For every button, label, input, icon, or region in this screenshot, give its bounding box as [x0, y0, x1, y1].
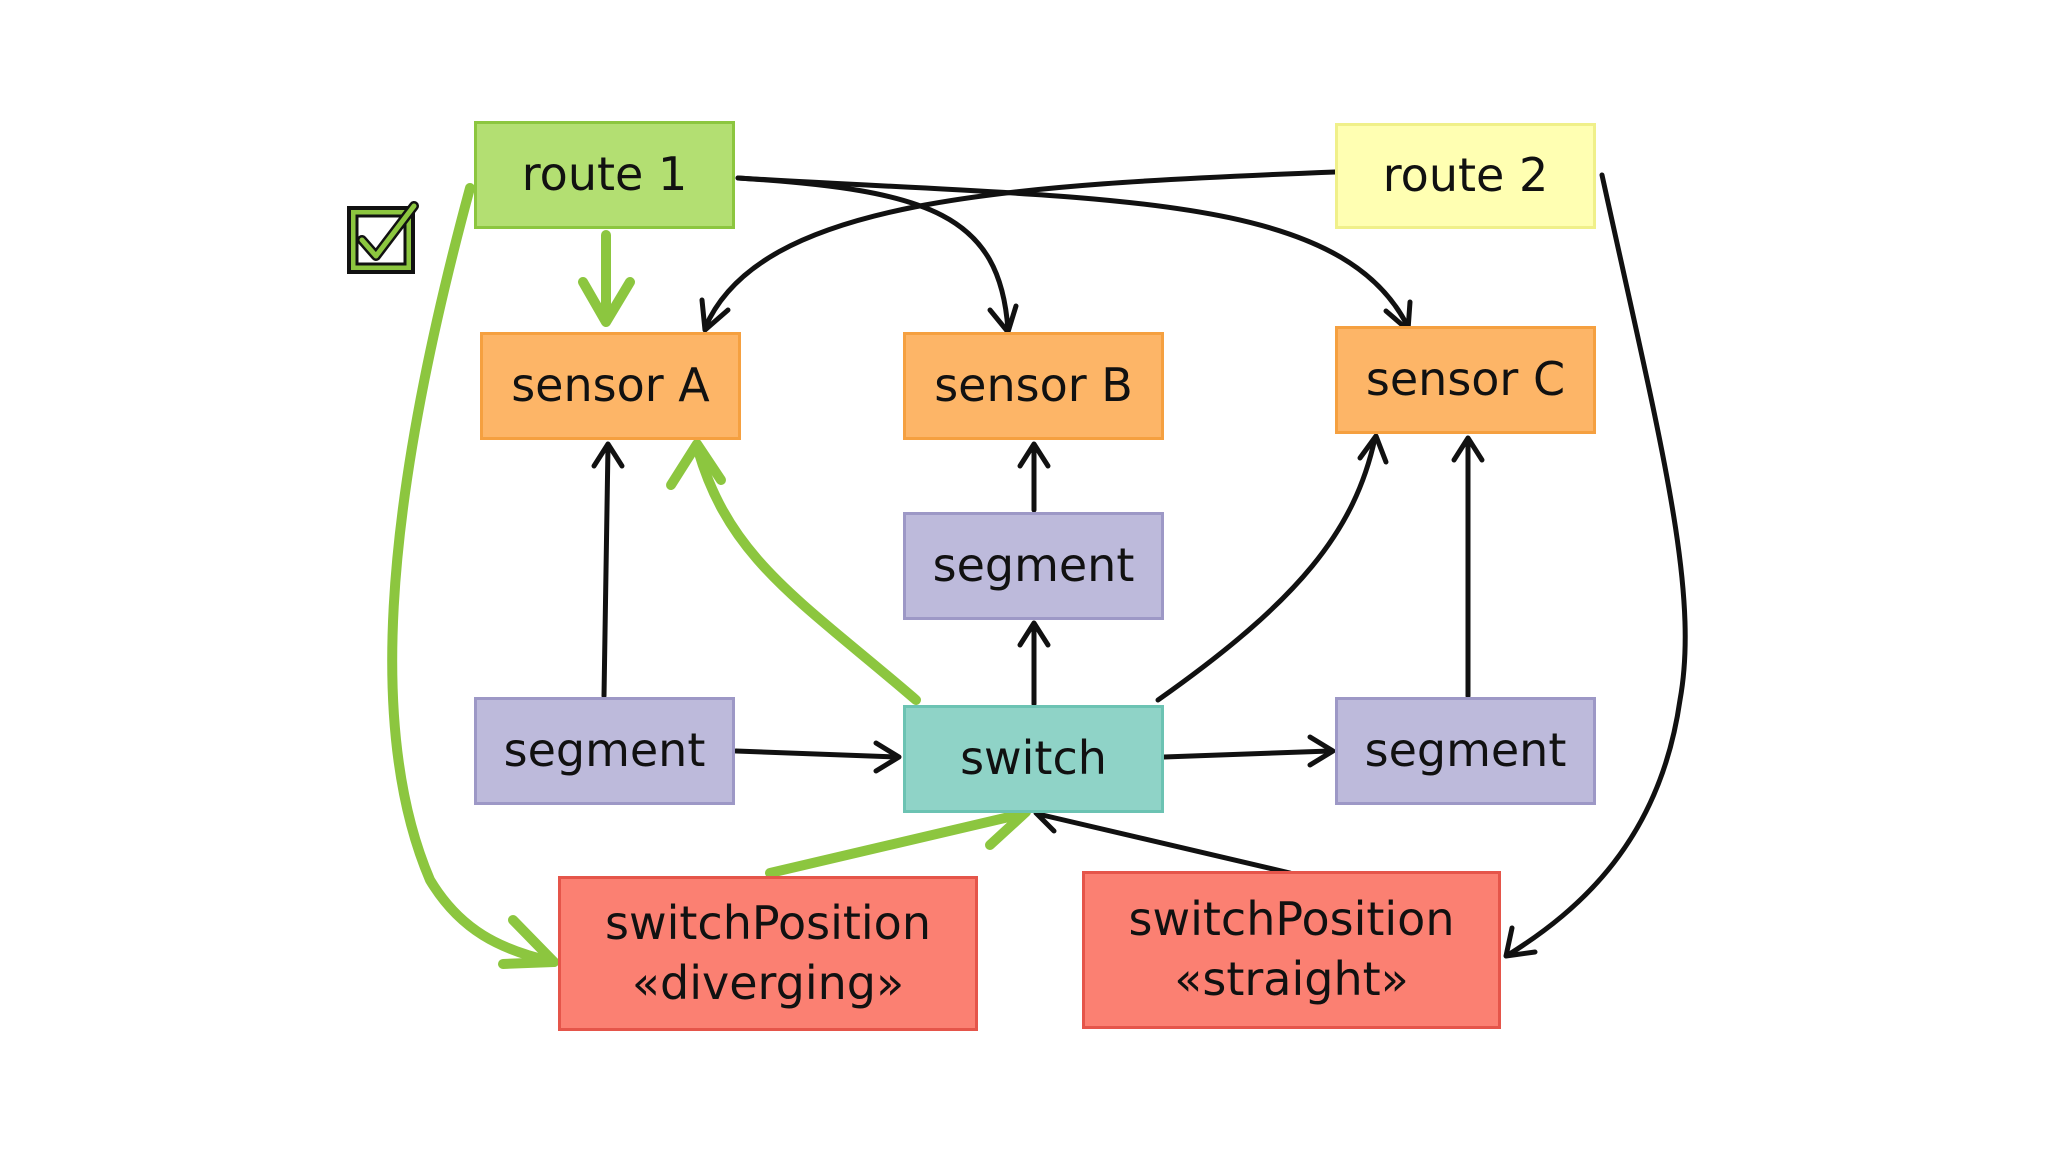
arrowhead-sensorB: [987, 303, 1019, 335]
route-2-node: route 2: [1335, 123, 1596, 229]
segment-middle-label: segment: [932, 538, 1135, 593]
edge-route2-swposStraight: [1505, 172, 1688, 958]
arrowhead-segmentMiddle: [1017, 620, 1051, 648]
arrowhead-sensorB-bottom: [1017, 441, 1051, 469]
sensor-a-node: sensor A: [480, 332, 741, 440]
edge-segmentLeft-sensorA: [601, 443, 611, 699]
arrowhead-sensorC-bottom: [1451, 435, 1485, 463]
arrowhead-sensorA-active-bottom: [666, 439, 726, 490]
edge-segmentLeft-switch: [733, 748, 899, 760]
edge-route2-sensorA: [702, 169, 1338, 331]
switch-label: switch: [960, 731, 1107, 786]
checkbox-checked-icon: [347, 201, 419, 274]
switch-position-diverging-node: switchPosition «diverging»: [558, 876, 978, 1031]
arrowhead-swposDiverging-active: [498, 915, 559, 969]
switch-position-straight-stereotype: «straight»: [1174, 952, 1409, 1006]
edge-route1-sensorC: [735, 175, 1411, 330]
route-1-node: route 1: [474, 121, 735, 229]
sensor-a-label: sensor A: [511, 358, 710, 413]
segment-left-node: segment: [474, 697, 735, 805]
arrowhead-sensorC-left: [1357, 433, 1389, 465]
arrowhead-sensorA-top: [699, 297, 731, 333]
switch-position-straight-name: switchPosition: [1128, 892, 1455, 947]
arrowhead-sensorA-active-top: [578, 277, 635, 327]
edge-switch-sensorA-active: [693, 445, 921, 705]
segment-middle-node: segment: [903, 512, 1164, 620]
route-1-label: route 1: [521, 147, 688, 202]
edge-route1-swposDiverging-active: [387, 183, 559, 967]
sensor-c-node: sensor C: [1335, 326, 1596, 434]
route-2-label: route 2: [1382, 148, 1549, 203]
edge-swposStraight-switch: [1035, 811, 1293, 876]
sensor-b-label: sensor B: [934, 358, 1133, 413]
arrowhead-swposStraight: [1503, 925, 1538, 959]
edge-swposDiverging-switch-active: [765, 809, 1027, 878]
arrowhead-segmentRight: [1307, 734, 1336, 768]
switch-position-straight-node: switchPosition «straight»: [1082, 871, 1501, 1029]
segment-left-label: segment: [503, 723, 706, 778]
edge-switch-sensorC: [1155, 435, 1378, 703]
arrowhead-sensorA-bottom: [591, 441, 625, 469]
sensor-c-label: sensor C: [1365, 352, 1566, 407]
edge-switch-segmentRight: [1161, 748, 1333, 760]
segment-right-label: segment: [1364, 723, 1567, 778]
sensor-b-node: sensor B: [903, 332, 1164, 440]
switch-position-diverging-name: switchPosition: [605, 895, 931, 950]
arrowhead-switch-left: [873, 740, 902, 774]
switch-node: switch: [903, 705, 1164, 813]
switch-position-diverging-stereotype: «diverging»: [631, 955, 905, 1010]
segment-right-node: segment: [1335, 697, 1596, 805]
